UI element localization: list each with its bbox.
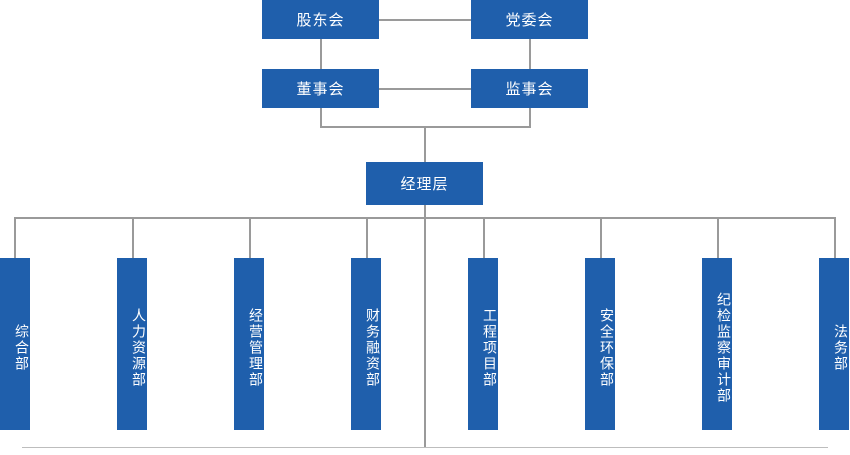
node-legal-affairs[interactable]: 法务部 (819, 258, 849, 430)
connector-center-spine (424, 217, 426, 447)
node-general-office[interactable]: 综合部 (0, 258, 30, 430)
connector-drop-1 (14, 217, 16, 258)
connector-directors-down (320, 107, 322, 127)
node-general-office-label: 综合部 (14, 324, 30, 372)
node-legal-affairs-label: 法务部 (833, 324, 849, 372)
connector-drop-6 (600, 217, 602, 258)
node-operation-management[interactable]: 经营管理部 (234, 258, 264, 430)
node-safety-environment-label: 安全环保部 (599, 308, 615, 388)
node-board-of-supervisors-label: 监事会 (505, 81, 554, 98)
connector-shareholders-down (320, 38, 322, 70)
node-party-committee[interactable]: 党委会 (471, 0, 588, 39)
node-engineering-project[interactable]: 工程项目部 (468, 258, 498, 430)
node-finance-financing[interactable]: 财务融资部 (351, 258, 381, 430)
node-board-of-directors[interactable]: 董事会 (262, 69, 379, 108)
node-engineering-project-label: 工程项目部 (482, 308, 498, 388)
connector-junction-management (424, 126, 426, 162)
bottom-divider (22, 447, 828, 448)
connector-drop-2 (132, 217, 134, 258)
node-human-resources[interactable]: 人力资源部 (117, 258, 147, 430)
connector-drop-4 (366, 217, 368, 258)
connector-directors-supervisors (379, 88, 494, 90)
node-discipline-audit[interactable]: 纪检监察审计部 (702, 258, 732, 430)
node-board-of-supervisors[interactable]: 监事会 (471, 69, 588, 108)
node-management-layer[interactable]: 经理层 (366, 162, 483, 205)
node-safety-environment[interactable]: 安全环保部 (585, 258, 615, 430)
connector-drop-8 (834, 217, 836, 258)
connector-drop-3 (249, 217, 251, 258)
connector-party-down (529, 38, 531, 70)
node-human-resources-label: 人力资源部 (131, 308, 147, 388)
connector-supervisors-down (529, 107, 531, 127)
node-management-layer-label: 经理层 (400, 176, 449, 193)
connector-management-down (424, 204, 426, 218)
node-operation-management-label: 经营管理部 (248, 308, 264, 388)
node-finance-financing-label: 财务融资部 (365, 308, 381, 388)
connector-drop-5 (483, 217, 485, 258)
node-shareholders-label: 股东会 (296, 12, 345, 29)
connector-drop-7 (717, 217, 719, 258)
node-board-of-directors-label: 董事会 (296, 81, 345, 98)
node-shareholders[interactable]: 股东会 (262, 0, 379, 39)
node-party-committee-label: 党委会 (505, 12, 554, 29)
connector-shareholders-party (379, 19, 494, 21)
node-discipline-audit-label: 纪检监察审计部 (716, 292, 732, 404)
